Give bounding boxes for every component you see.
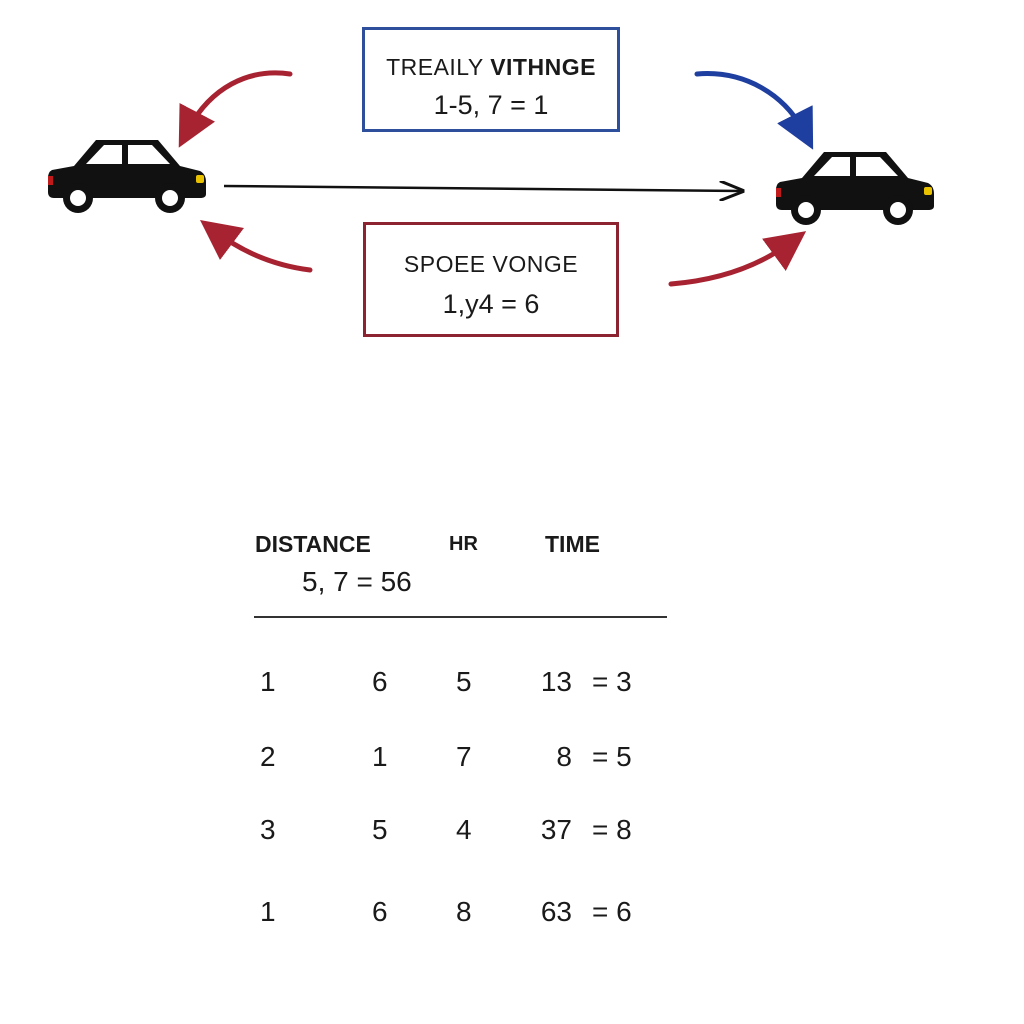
table-cell-r1-c4: 13 [540,666,572,697]
header-hr: HR [449,533,478,555]
top-box-title-normal: TREAILY [386,54,491,80]
table-cell-r1-c1: 1 [260,666,276,697]
table-cell-r2-c4: 8 [556,741,572,772]
table-cell-r4-c4: 63 [540,896,572,927]
table-cell-r3-c4: 37 [540,814,572,845]
table-cell-r3-c2: 5 [372,814,388,845]
arrow-top-left [178,70,293,148]
table-cell-r3-c1: 3 [260,814,276,845]
table-cell-r4-c3: 8 [456,896,472,927]
header-equation: 5, 7 = 56 [302,566,412,597]
center-arrow [223,186,742,191]
table-cell-r4-c2: 6 [372,896,388,927]
table-cell-r2-c5: = 5 [592,741,632,772]
table-divider [254,616,667,618]
top-box-title-bold: VITHNGE [490,54,596,80]
car-left-icon [48,140,206,213]
table-cell-r2-c2: 1 [372,741,388,772]
car-right-icon [776,152,934,225]
table-cell-r4-c1: 1 [260,896,276,927]
header-time: TIME [545,531,600,557]
bottom-box-equation: 1,y4 = 6 [442,289,540,319]
arrow-top-right [694,71,814,150]
table-cell-r1-c5: = 3 [592,666,632,697]
top-box-equation: 1-5, 7 = 1 [433,90,549,120]
bottom-box-title: SPOEE VONGE [403,251,579,277]
table-cell-r3-c3: 4 [456,814,472,845]
table-cell-r1-c3: 5 [456,666,472,697]
bottom-info-box: SPOEE VONGE 1,y4 = 6 [363,222,619,337]
table-cell-r3-c5: = 8 [592,814,632,845]
top-box-title: TREAILY VITHNGE [365,54,617,81]
arrow-bottom-left [199,220,313,273]
arrow-bottom-right [668,231,807,287]
header-distance: DISTANCE [255,531,371,557]
table-cell-r4-c5: = 6 [592,896,632,927]
table-cell-r2-c3: 7 [456,741,472,772]
table-cell-r1-c2: 6 [372,666,388,697]
top-info-box: TREAILY VITHNGE 1-5, 7 = 1 [362,27,620,132]
table-cell-r2-c1: 2 [260,741,276,772]
